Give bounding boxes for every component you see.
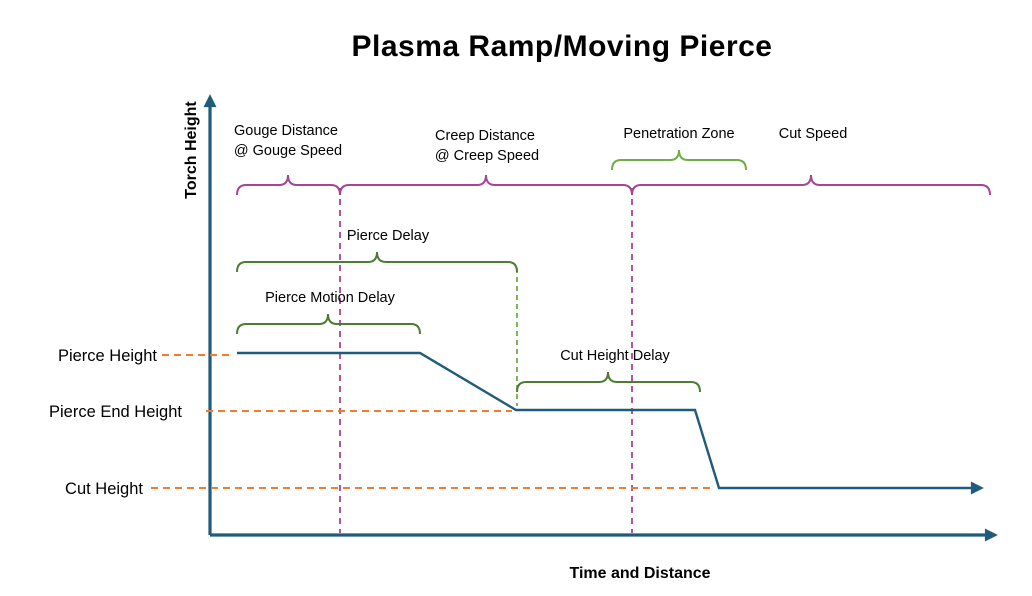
pierce-end-height-label: Pierce End Height: [49, 403, 182, 421]
pierce-motion-delay-brace: [236, 313, 421, 335]
cut-height-label: Cut Height: [65, 480, 143, 498]
y-axis-label: Torch Height: [183, 101, 200, 199]
pierce-motion-delay-label: Pierce Motion Delay: [265, 290, 395, 306]
gouge-zone-label-line2: @ Gouge Speed: [234, 143, 342, 159]
cut-speed-label: Cut Speed: [779, 126, 848, 142]
pierce-delay-brace: [236, 251, 518, 273]
pierce-delay-label: Pierce Delay: [347, 228, 430, 244]
page-title: Plasma Ramp/Moving Pierce: [352, 30, 773, 63]
pierce-height-label: Pierce Height: [58, 347, 157, 365]
creep-zone-label: Creep Distance @ Creep Speed: [435, 128, 539, 164]
x-axis-label: Time and Distance: [569, 565, 710, 582]
penetration-zone-brace: [611, 149, 747, 171]
cut-height-delay-brace: [516, 371, 701, 393]
gouge-zone-brace: [236, 174, 341, 196]
creep-zone-label-line1: Creep Distance: [435, 128, 535, 144]
penetration-zone-label: Penetration Zone: [623, 126, 734, 142]
cut-height-delay-label: Cut Height Delay: [560, 348, 670, 364]
cut-speed-zone-brace: [631, 174, 991, 196]
creep-zone-label-line2: @ Creep Speed: [435, 148, 539, 164]
gouge-zone-label-line1: Gouge Distance: [234, 123, 338, 139]
creep-zone-brace: [339, 174, 633, 196]
torch-height-profile-line: [237, 351, 984, 495]
gouge-zone-label: Gouge Distance @ Gouge Speed: [234, 123, 342, 159]
